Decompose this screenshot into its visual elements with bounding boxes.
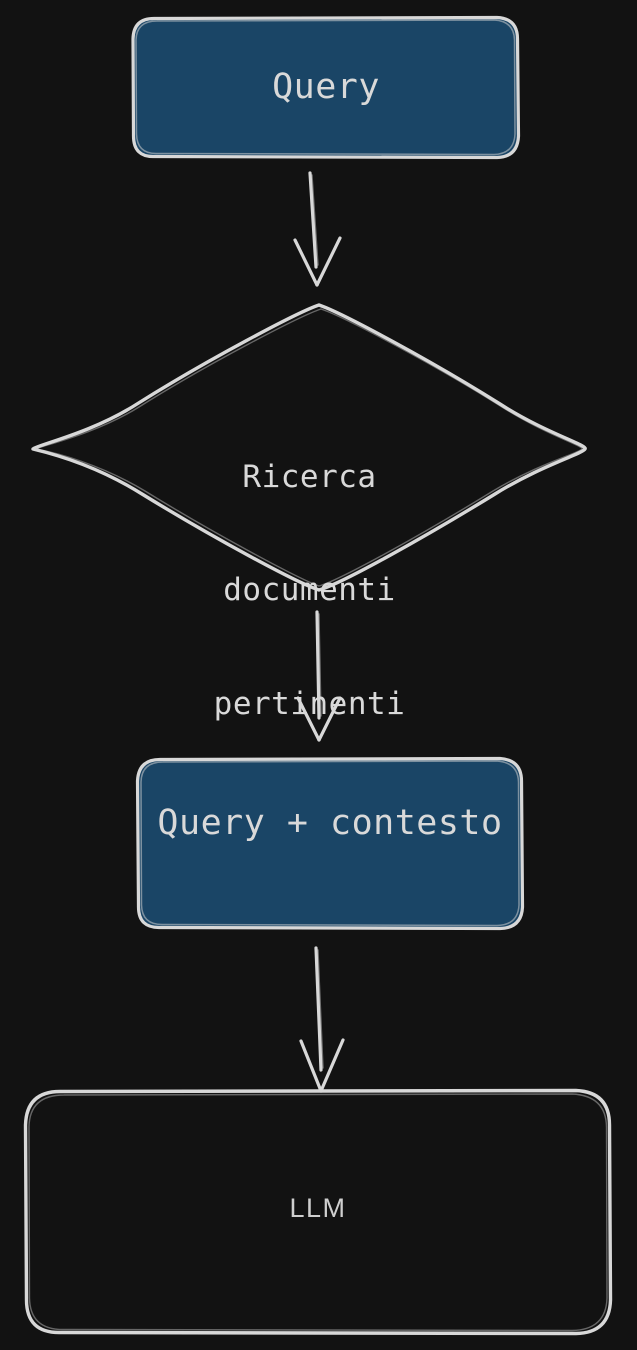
node-llm[interactable] [23,1088,613,1336]
node-decision-shape-sketch [35,308,583,587]
node-decision-hitarea[interactable] [33,305,585,590]
node-context-shape-sketch [140,760,520,927]
edge-context-llm [299,946,345,1093]
arrowhead-left [293,238,319,287]
arrowhead-right [317,696,342,742]
edge-query-decision [293,171,342,287]
node-decision-shape [31,303,587,592]
node-context[interactable] [135,756,525,931]
node-llm-shape [23,1088,613,1336]
node-context-shape [135,756,525,931]
node-decision[interactable] [31,303,587,592]
arrowhead-left [296,696,321,742]
arrowhead-right [319,1038,345,1093]
node-context-hitarea[interactable] [137,758,522,930]
node-query-shape [131,15,521,160]
node-query-shape-sketch [135,19,516,156]
edge-decision-context [296,610,342,742]
arrowhead-right [315,236,342,287]
node-llm-shape-sketch [28,1093,608,1332]
node-query[interactable] [131,15,521,160]
node-llm-hitarea[interactable] [25,1090,610,1334]
arrowhead-left [299,1039,323,1093]
node-query-hitarea[interactable] [133,17,518,158]
